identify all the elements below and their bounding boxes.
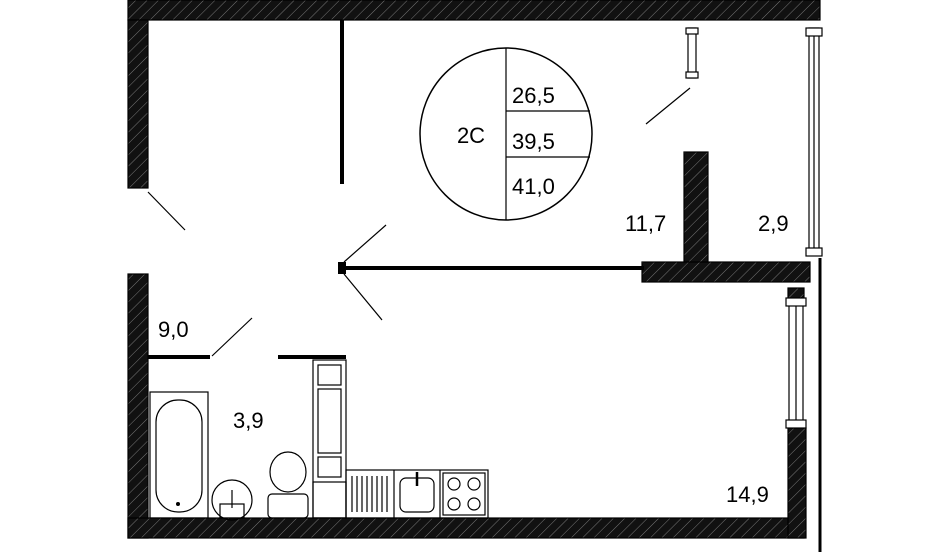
stove-burner — [447, 497, 461, 511]
kitchen-fixtures — [312, 359, 489, 519]
area-badge: 2C 26,5 39,5 41,0 — [419, 47, 593, 221]
bathtub-drain — [176, 502, 180, 506]
partition-end — [338, 262, 346, 274]
bottom-wall — [127, 517, 805, 539]
balcony-area: 2,9 — [758, 211, 789, 236]
windows — [685, 27, 823, 552]
stove-burner — [447, 477, 461, 491]
kitchen-door-swing — [343, 273, 383, 321]
stove-burner — [467, 477, 481, 491]
entry-door-swing — [147, 191, 186, 231]
left-wall-lower — [127, 273, 149, 539]
area-total: 39,5 — [512, 129, 555, 154]
balcony-ledge — [641, 261, 811, 283]
right-wall-lower — [787, 427, 807, 539]
kitchen-counter — [345, 469, 489, 519]
bathtub-basin — [155, 399, 203, 513]
sink — [211, 479, 253, 521]
bath-door-swing — [211, 317, 253, 357]
apartment-type: 2C — [457, 123, 485, 148]
toilet-bowl — [269, 451, 307, 493]
kitchen-area: 14,9 — [726, 482, 769, 507]
stove-burner — [467, 497, 481, 511]
dishwasher — [351, 476, 388, 512]
bathroom-fixtures — [149, 391, 309, 521]
bathroom-area: 3,9 — [233, 408, 264, 433]
balcony-pillar — [683, 151, 709, 265]
balcony-door-swing — [645, 87, 691, 125]
left-wall-upper — [127, 19, 149, 189]
toilet-tank — [267, 493, 309, 519]
door-swings — [147, 87, 691, 357]
stove — [442, 472, 486, 516]
hall-area: 9,0 — [158, 317, 189, 342]
living-area: 11,7 — [625, 211, 666, 236]
bathtub — [149, 391, 209, 519]
area-living: 26,5 — [512, 83, 555, 108]
partitions — [148, 20, 644, 359]
living-door-swing — [343, 224, 387, 263]
room-labels: 9,0 3,9 11,7 2,9 14,9 — [158, 211, 789, 507]
balcony-door-frame — [687, 27, 697, 79]
area-with-balcony: 41,0 — [512, 174, 555, 199]
top-wall — [127, 0, 821, 21]
